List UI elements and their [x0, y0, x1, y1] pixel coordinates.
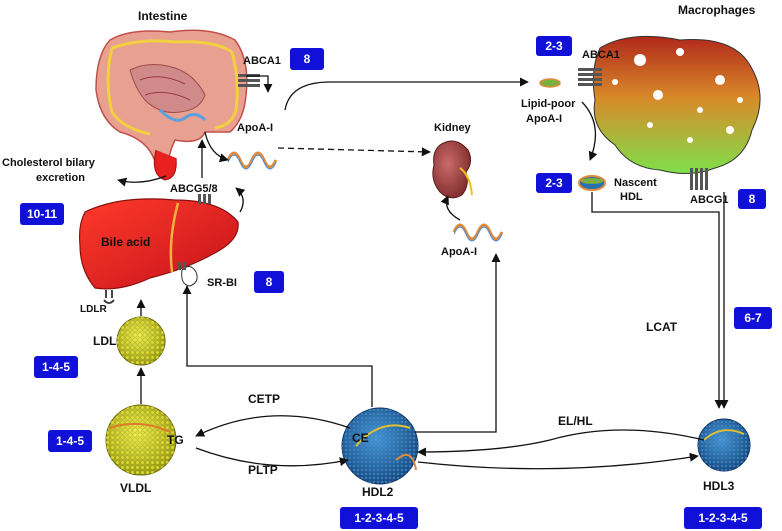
svg-text:8: 8 [304, 52, 311, 66]
label-abca1-intestine: ABCA1 [243, 55, 281, 67]
arrows [117, 75, 729, 470]
label-abcg1: ABCG1 [690, 194, 729, 206]
svg-text:1-4-5: 1-4-5 [56, 434, 84, 448]
label-pltp: PLTP [248, 463, 278, 477]
svg-text:2-3: 2-3 [545, 39, 563, 53]
labels: Intestine Macrophages Kidney ABCA1 ABCA1… [2, 3, 756, 499]
badge-ldl: 1-4-5 [34, 356, 78, 378]
label-kidney: Kidney [434, 122, 472, 134]
badge-cholesterol: 10-11 [20, 203, 64, 225]
label-cholesterol-line2: excretion [36, 172, 85, 184]
label-apoai-kidney: ApoA-I [441, 246, 477, 258]
label-abca1-macrophage: ABCA1 [582, 49, 620, 61]
macrophage-illustration [578, 35, 761, 190]
svg-text:8: 8 [749, 192, 756, 206]
badge-hdl3: 1-2-3-4-5 [684, 507, 762, 529]
label-abcg58: ABCG5/8 [170, 183, 218, 195]
svg-text:2-3: 2-3 [545, 176, 563, 190]
svg-text:10-11: 10-11 [27, 207, 57, 221]
svg-text:1-2-3-4-5: 1-2-3-4-5 [354, 511, 404, 525]
label-apoai-intestine: ApoA-I [237, 122, 273, 134]
svg-text:1-2-3-4-5: 1-2-3-4-5 [698, 511, 748, 525]
abcg1-transporter [690, 168, 708, 190]
svg-text:6-7: 6-7 [744, 311, 762, 325]
ldl-particle [116, 316, 166, 366]
kidney-illustration [432, 140, 473, 199]
label-cholesterol-line1: Cholesterol bilary [2, 157, 96, 169]
abcg58-transporter [198, 194, 211, 204]
badge-nascent: 2-3 [536, 173, 572, 193]
ldlr-receptor [103, 290, 115, 304]
badge-srbi: 8 [254, 271, 284, 293]
badge-vldl: 1-4-5 [48, 430, 92, 452]
srbi-receptor [178, 262, 198, 287]
badge-abca1-intestine: 8 [290, 48, 324, 70]
svg-text:8: 8 [266, 275, 273, 289]
label-lipid-poor-line1: Lipid-poor [521, 98, 576, 110]
lipid-poor-apoai-disc [539, 78, 561, 88]
nascent-hdl-disc [578, 175, 606, 191]
vldl-particle [105, 404, 177, 476]
intestine-illustration [95, 29, 260, 181]
badge-abcg1: 8 [738, 189, 766, 209]
label-nascent-line2: HDL [620, 191, 643, 203]
label-intestine: Intestine [138, 9, 188, 23]
apoai-intestine-helix [226, 151, 278, 169]
svg-text:1-4-5: 1-4-5 [42, 360, 70, 374]
abca1-macrophage-transporter [578, 68, 602, 86]
label-macrophages: Macrophages [678, 3, 756, 17]
label-hdl3: HDL3 [703, 479, 735, 493]
label-vldl: VLDL [120, 481, 151, 495]
label-tg: TG [167, 433, 184, 447]
reference-badges: 8 2-3 2-3 8 10-11 8 6-7 1-4-5 [20, 36, 772, 529]
badge-hdl2: 1-2-3-4-5 [340, 507, 418, 529]
label-hdl2: HDL2 [362, 485, 394, 499]
label-srbi: SR-BI [207, 277, 237, 289]
label-lcat: LCAT [646, 320, 678, 334]
label-ce: CE [352, 431, 369, 445]
label-nascent-line1: Nascent [614, 177, 657, 189]
label-elhl: EL/HL [558, 414, 593, 428]
hdl3-particle [697, 418, 751, 472]
liver-illustration [78, 194, 239, 304]
label-cetp: CETP [248, 392, 280, 406]
badge-lcat: 6-7 [734, 307, 772, 329]
label-lipid-poor-line2: ApoA-I [526, 113, 562, 125]
label-ldl: LDL [93, 334, 116, 348]
label-bile-acid: Bile acid [101, 235, 150, 249]
apoai-kidney-helix [452, 223, 504, 241]
badge-lipid-poor: 2-3 [536, 36, 572, 56]
hdl2-particle [341, 407, 419, 485]
label-ldlr: LDLR [80, 304, 107, 315]
